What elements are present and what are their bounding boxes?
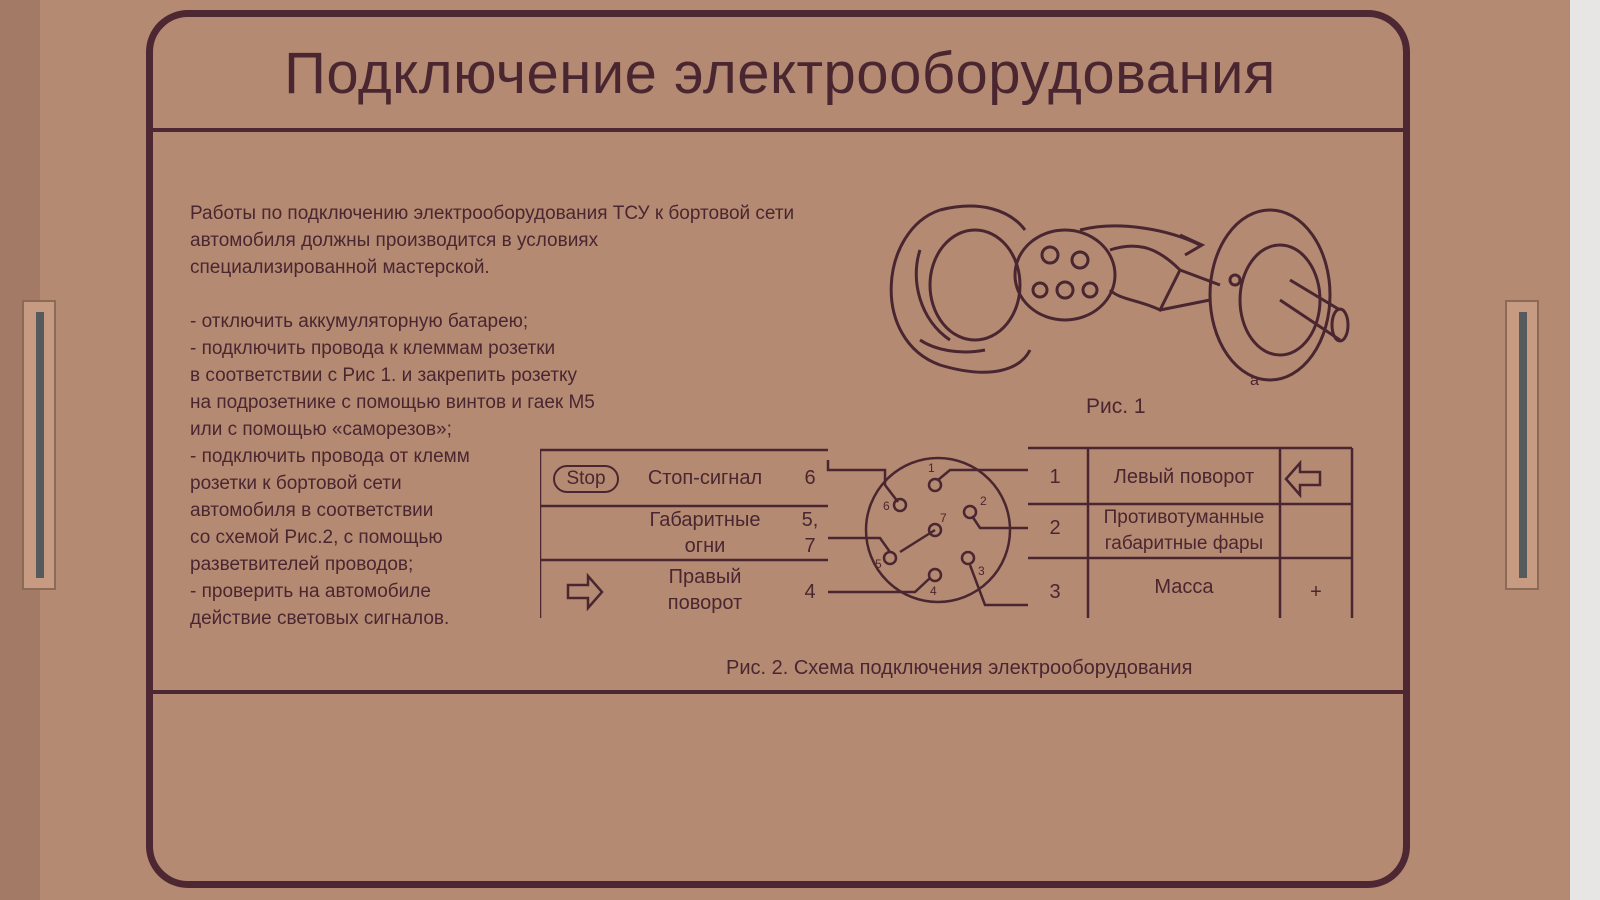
instruction-line: специализированной мастерской. <box>190 257 490 278</box>
left-row-3-label: Правый поворот <box>667 566 743 614</box>
bottom-divider <box>153 690 1403 694</box>
right-row-1-pin: 1 <box>1049 466 1061 488</box>
svg-text:1: 1 <box>928 461 935 475</box>
instruction-line: или с помощью «саморезов»; <box>190 419 452 440</box>
instruction-line: в соответствии с Рис 1. и закрепить розе… <box>190 365 578 386</box>
svg-text:7: 7 <box>940 511 947 525</box>
page-title: Подключение электрооборудования <box>284 41 1276 106</box>
instruction-line: разветвителей проводов; <box>190 554 414 575</box>
instruction-line: на подрозетнике с помощью винтов и гаек … <box>190 392 595 413</box>
left-row-2-label: Габаритные огни <box>649 509 761 557</box>
socket-illustration: a <box>889 204 1350 389</box>
left-row-2-pin: 5, 7 <box>801 509 819 557</box>
left-row-1-pin: 6 <box>804 467 816 489</box>
instruction-line <box>190 281 794 308</box>
instructions-text: Работы по подключению электрооборудовани… <box>190 200 794 632</box>
instruction-line: - проверить на автомобиле <box>190 581 431 602</box>
svg-text:5: 5 <box>875 557 882 571</box>
wiring-schematic: 1 2 3 4 5 6 7 <box>540 446 1354 618</box>
title-divider <box>153 128 1403 132</box>
instruction-line: - подключить провода к клеммам розетки <box>190 338 556 359</box>
svg-text:2: 2 <box>980 494 987 508</box>
left-row-1-label: Стоп-сигнал <box>647 467 763 489</box>
instruction-line: розетки к бортовой сети <box>190 473 402 494</box>
svg-text:6: 6 <box>883 499 890 513</box>
svg-text:3: 3 <box>978 564 985 578</box>
instruction-line: автомобиля в соответствии <box>190 500 434 521</box>
instruction-line: со схемой Рис.2, с помощью <box>190 527 443 548</box>
right-row-3-symbol: + <box>1310 581 1322 603</box>
instruction-line: - отключить аккумуляторную батарею; <box>190 311 529 332</box>
left-row-3-pin: 4 <box>804 581 816 603</box>
fig2-caption: Рис. 2. Схема подключения электрооборудо… <box>726 657 1193 679</box>
right-row-1-label: Левый поворот <box>1113 466 1255 488</box>
instruction-line: автомобиля должны производится в условия… <box>190 230 599 251</box>
instruction-line: - подключить провода от клемм <box>190 446 470 467</box>
right-row-2-label: Противотуманные габаритные фары <box>1103 507 1265 554</box>
instruction-panel <box>146 10 1410 888</box>
right-row-3-pin: 3 <box>1049 581 1061 603</box>
fig1-caption: Рис. 1 <box>1086 395 1146 418</box>
instruction-line: Работы по подключению электрооборудовани… <box>190 203 795 224</box>
right-row-3-label: Масса <box>1154 576 1214 598</box>
socket-pin-labels: 1 2 3 4 5 6 7 <box>875 461 987 598</box>
fig1-label-a: a <box>1250 372 1259 389</box>
box-tab-left <box>22 300 56 590</box>
instruction-line: действие световых сигналов. <box>190 608 450 629</box>
right-row-2-pin: 2 <box>1049 517 1061 539</box>
stop-badge: Stop <box>553 465 619 493</box>
box-tab-right <box>1505 300 1539 590</box>
svg-text:4: 4 <box>930 584 937 598</box>
